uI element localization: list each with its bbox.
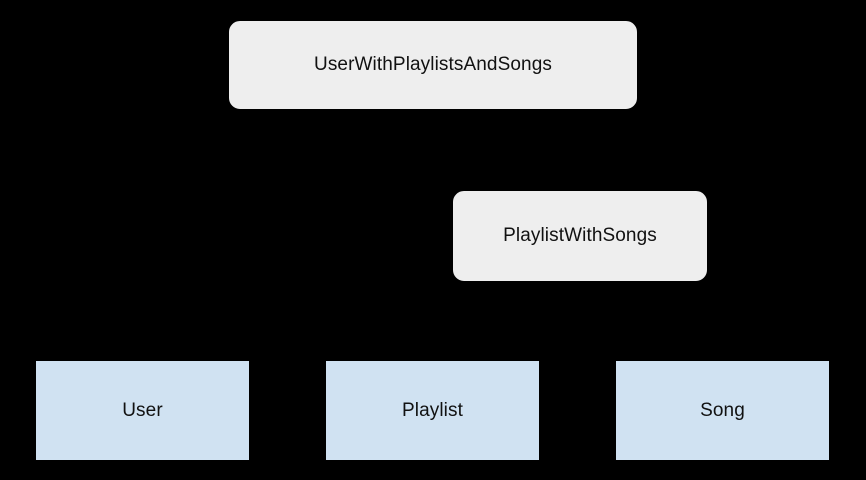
node-playlist-with-songs[interactable]: PlaylistWithSongs bbox=[452, 190, 708, 282]
node-label: PlaylistWithSongs bbox=[503, 225, 657, 247]
node-user[interactable]: User bbox=[35, 360, 250, 461]
edge-root-to-user bbox=[141, 110, 434, 360]
node-user-with-playlists-and-songs[interactable]: UserWithPlaylistsAndSongs bbox=[228, 20, 638, 110]
node-label: Playlist bbox=[402, 399, 463, 421]
node-label: User bbox=[122, 399, 163, 421]
node-song[interactable]: Song bbox=[615, 360, 830, 461]
edge-pws-to-song bbox=[579, 282, 723, 360]
edge-root-to-playlist-with-songs bbox=[432, 110, 581, 190]
node-label: Song bbox=[700, 399, 745, 421]
edge-pws-to-playlist bbox=[432, 282, 581, 360]
node-playlist[interactable]: Playlist bbox=[325, 360, 540, 461]
node-label: UserWithPlaylistsAndSongs bbox=[314, 54, 552, 76]
